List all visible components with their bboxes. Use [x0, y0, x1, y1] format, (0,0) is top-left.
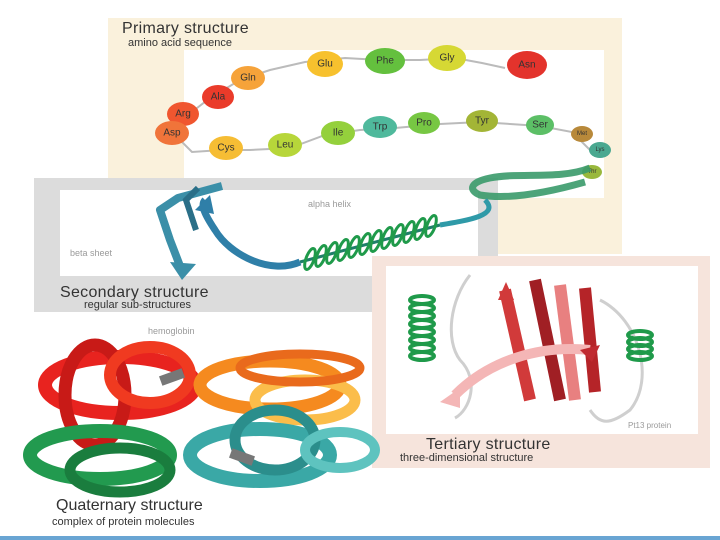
amino-acid-label: Gln: [240, 73, 256, 84]
amino-acid-asp: Asp: [155, 121, 189, 145]
amino-acid-pro: Pro: [408, 112, 440, 134]
tertiary-protein-label: Pt13 protein: [628, 421, 671, 430]
amino-acid-label: Arg: [175, 109, 191, 120]
amino-acid-label: Pro: [416, 118, 432, 129]
amino-acid-label: Cys: [217, 143, 234, 154]
amino-acid-ala: Ala: [202, 85, 234, 109]
beta-sheet-label: beta sheet: [70, 248, 113, 258]
amino-acid-label: Leu: [277, 140, 294, 151]
amino-acid-label: Asp: [163, 128, 181, 139]
bottom-accent-bar: [0, 536, 720, 540]
helix-turn: [410, 352, 434, 360]
amino-acid-lys: Lys: [589, 142, 611, 158]
tertiary-protein-shape: [410, 275, 652, 421]
beta-sheet-shape: [160, 186, 222, 280]
amino-acid-label: Gly: [440, 53, 455, 64]
amino-acid-gln: Gln: [231, 66, 265, 90]
amino-acid-label: Ser: [532, 120, 548, 131]
amino-acid-ile: Ile: [321, 121, 355, 145]
hemoglobin-shape: [30, 345, 375, 492]
amino-acid-tyr: Tyr: [466, 110, 498, 132]
amino-acid-label: Lys: [595, 147, 604, 153]
amino-acid-label: Ala: [211, 92, 226, 103]
amino-acid-trp: Trp: [363, 116, 397, 138]
hemoglobin-label: hemoglobin: [148, 326, 195, 336]
quaternary-subtitle: complex of protein molecules: [52, 516, 195, 528]
amino-acid-asn: Asn: [507, 51, 547, 79]
quaternary-title: Quaternary structure: [56, 497, 203, 514]
amino-acid-cys: Cys: [209, 136, 243, 160]
amino-acid-label: Ile: [333, 128, 344, 139]
amino-acid-label: Phe: [376, 56, 394, 67]
amino-acid-phe: Phe: [365, 48, 405, 74]
amino-acid-met: Met: [571, 126, 593, 142]
amino-acid-glu: Glu: [307, 51, 343, 77]
amino-acid-label: Trp: [373, 122, 388, 133]
amino-acid-gly: Gly: [428, 45, 466, 71]
amino-acid-leu: Leu: [268, 133, 302, 157]
amino-acid-ser: Ser: [526, 115, 554, 135]
alpha-helix-label: alpha helix: [308, 199, 352, 209]
amino-acid-label: Asn: [518, 60, 535, 71]
amino-acid-label: Met: [577, 131, 587, 137]
amino-acid-label: Glu: [317, 59, 333, 70]
amino-acid-label: Tyr: [475, 116, 490, 127]
coil-segment: [440, 168, 590, 225]
